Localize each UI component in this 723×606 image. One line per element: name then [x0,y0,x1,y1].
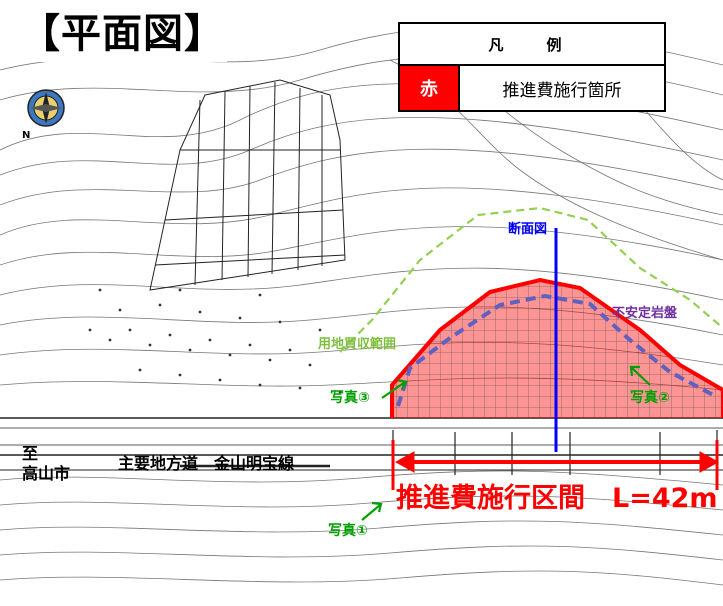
legend-swatch: 赤 [400,66,460,110]
page-title: 【平面図】 [18,6,227,62]
to-takayama-label-1: 至 [22,444,39,463]
photo-1-label: 写真① [328,523,368,539]
land-purchase-boundary [339,206,723,353]
land-purchase-label: 用地買収範囲 [318,337,397,352]
legend-item-label: 推進費施行箇所 [502,80,622,101]
unstable-rock-boundary [396,293,716,407]
photo-2-label: 写真② [630,390,670,406]
unstable-rock-label: 不安定岩盤 [612,306,678,321]
to-takayama-label-2: 高山市 [22,464,71,483]
section-length-arrow [391,440,720,490]
section-length-label: 推進費施行区間 L=42m [396,483,718,514]
section-label: 断面図 [508,222,548,237]
svg-text:N: N [22,130,30,141]
photo-3-label: 写真③ [330,390,370,406]
road-name-label: 主要地方道 金山明宝線 [118,454,295,473]
legend-box: 凡 例 赤 推進費施行箇所 [398,22,666,112]
legend-header: 凡 例 [400,24,664,66]
slope-structure [149,79,346,291]
photo-arrows [361,365,651,521]
slope-dots [88,288,342,394]
legend-row: 赤 推進費施行箇所 [400,66,664,110]
compass-icon: N [22,89,65,141]
